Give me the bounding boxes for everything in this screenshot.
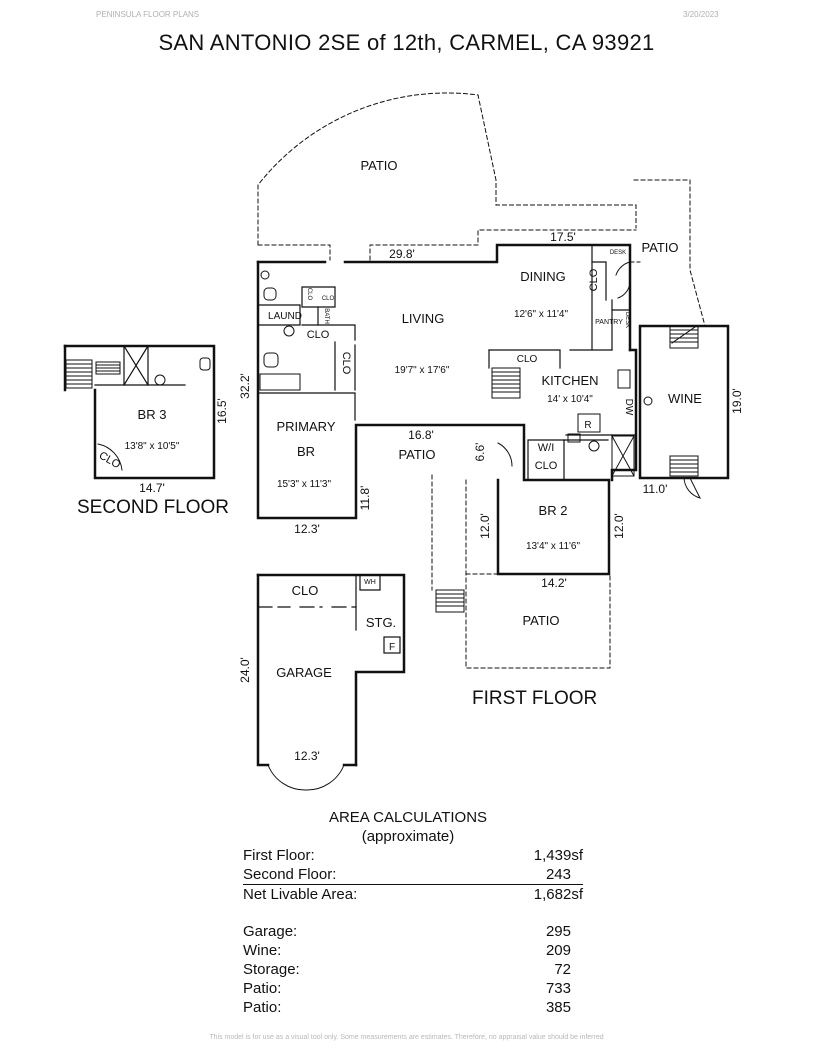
desk-label: DESK: [610, 250, 626, 256]
area-row-label: Wine:: [243, 942, 282, 959]
area-row-label: First Floor:: [243, 847, 315, 864]
dim-12-0-right: 12.0': [612, 513, 626, 539]
area-row: Net Livable Area: 1,682sf: [243, 885, 583, 904]
br2-label: BR 2: [539, 503, 568, 518]
dw-label: DW: [623, 399, 634, 416]
area-row-value: 72: [554, 961, 571, 978]
patio-top-label: PATIO: [360, 158, 397, 173]
area-calculations: AREA CALCULATIONS (approximate) First Fl…: [243, 808, 583, 1017]
clo-garage-label: CLO: [292, 583, 319, 598]
dim-24-0: 24.0': [238, 657, 252, 683]
garage-label: GARAGE: [276, 665, 332, 680]
area-subtitle: (approximate): [361, 828, 455, 845]
pantry-label: PANTRY: [595, 319, 623, 326]
area-row-label: Patio:: [243, 999, 282, 1016]
clo-br3-label: CLO: [97, 450, 123, 472]
garage-walls: [256, 573, 406, 767]
area-title: AREA CALCULATIONS: [328, 809, 488, 826]
area-row-label: Storage:: [243, 961, 300, 978]
dim-32-2: 32.2': [238, 373, 252, 399]
dim-19-0: 19.0': [730, 388, 744, 414]
bath-small-label: BATH: [323, 308, 329, 324]
dining-size: 12'6" x 11'4": [514, 309, 569, 320]
kitchen-label: KITCHEN: [541, 373, 598, 388]
br3-size: 13'8" x 10'5": [125, 441, 180, 452]
date-text: 3/20/2023: [683, 10, 719, 19]
area-row-value: 733: [545, 980, 571, 997]
area-row: Patio: 733: [243, 979, 583, 998]
area-row-value: 1,439sf: [533, 847, 583, 864]
dim-17-5: 17.5': [550, 230, 576, 244]
f-label: F: [389, 642, 395, 653]
area-row-label: Patio:: [243, 980, 282, 997]
brand-text: PENINSULA FLOOR PLANS: [96, 10, 200, 19]
area-row: First Floor: 1,439sf: [243, 846, 583, 865]
br3-label: BR 3: [138, 407, 167, 422]
area-row-value: 295: [545, 923, 571, 940]
primary-label-2: BR: [297, 444, 315, 459]
area-row-value: 1,682sf: [533, 886, 583, 903]
dim-11-8: 11.8': [358, 486, 372, 511]
dim-14-2: 14.2': [541, 576, 567, 590]
area-row: Second Floor: 243: [243, 865, 583, 885]
clo-small-label: CLO: [322, 296, 335, 302]
clo-primary-label: CLO: [340, 352, 352, 375]
page-title: SAN ANTONIO 2SE of 12th, CARMEL, CA 9392…: [158, 30, 655, 55]
dim-29-8: 29.8': [389, 247, 415, 261]
primary-size: 15'3" x 11'3": [277, 479, 332, 490]
patio-top-outline: [257, 92, 706, 669]
dim-12-0-left: 12.0': [478, 513, 492, 539]
dim-12-3-primary: 12.3': [294, 522, 320, 536]
first-floor-label: FIRST FLOOR: [472, 688, 598, 709]
kitchen-size: 14' x 10'4": [547, 394, 593, 405]
living-label: LIVING: [402, 311, 445, 326]
area-row: Wine: 209: [243, 941, 583, 960]
clo-laund-label: CLO: [307, 329, 330, 341]
area-row-label: Garage:: [243, 923, 298, 940]
wi-label-2: CLO: [535, 460, 558, 472]
first-floor-walls: [256, 243, 730, 576]
stg-label: STG.: [366, 615, 396, 630]
second-floor-label: SECOND FLOOR: [77, 497, 230, 518]
disclaimer-text: This model is for use as a visual tool o…: [209, 1034, 604, 1041]
laund-label: LAUND: [268, 311, 302, 322]
fridge-label: R: [584, 420, 591, 431]
wi-label-1: W/I: [538, 442, 555, 454]
area-row: Storage: 72: [243, 960, 583, 979]
patio-mid-label: PATIO: [398, 447, 435, 462]
fixtures: [97, 261, 701, 499]
dim-14-7: 14.7': [139, 481, 165, 495]
br2-size: 13'4" x 11'6": [526, 541, 581, 552]
primary-label-1: PRIMARY: [277, 419, 336, 434]
dim-16-5: 16.5': [215, 398, 229, 424]
dim-12-3-garage: 12.3': [294, 749, 320, 763]
area-row-label: Second Floor:: [243, 866, 337, 883]
clo-kitchen-label: CLO: [517, 354, 538, 365]
dining-label: DINING: [520, 269, 566, 284]
area-row-label: Net Livable Area:: [243, 886, 358, 903]
area-row-value: 209: [545, 942, 571, 959]
stairs: [65, 325, 699, 613]
patio-right-label: PATIO: [641, 240, 678, 255]
area-row: Garage: 295: [243, 922, 583, 941]
dim-6-6: 6.6': [473, 443, 487, 462]
clo-tiny-label: CLO: [306, 288, 312, 301]
area-row-value: 385: [545, 999, 571, 1016]
dim-16-8: 16.8': [408, 428, 434, 442]
desk2-label: DESK: [624, 312, 630, 328]
living-size: 19'7" x 17'6": [395, 365, 450, 376]
dim-11-0: 11.0': [643, 482, 668, 496]
interior-walls: [257, 244, 637, 481]
wine-label: WINE: [668, 391, 702, 406]
clo-dining-label: CLO: [588, 268, 600, 291]
patio-bottom-label: PATIO: [522, 613, 559, 628]
second-floor-walls: [63, 344, 216, 480]
area-row-value: 243: [545, 866, 571, 883]
wh-label: WH: [364, 579, 376, 586]
area-row: Patio: 385: [243, 998, 583, 1017]
